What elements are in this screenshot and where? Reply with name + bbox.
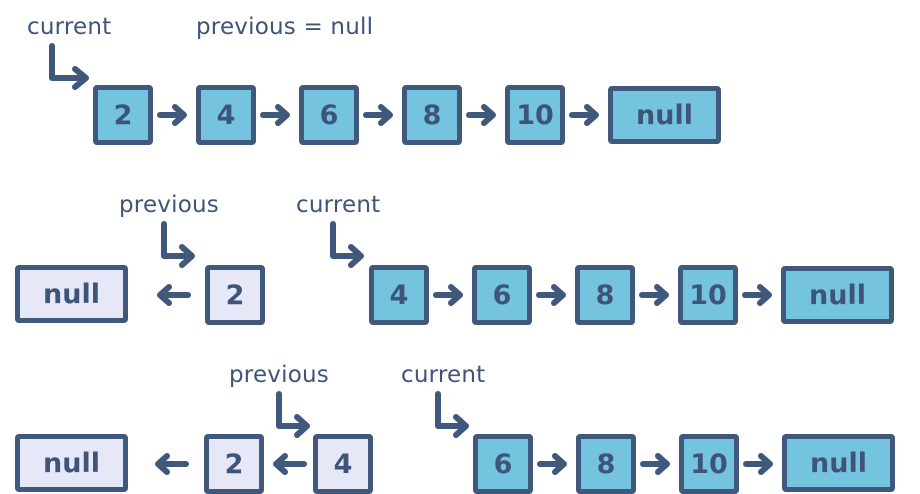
linked-list-reversal-diagram: current previous = null 2 4 6 8: [15, 14, 895, 494]
list-node: 4: [369, 265, 429, 325]
link-arrow-right: [157, 103, 190, 127]
list-node: 4: [313, 434, 373, 494]
list-node: 2: [204, 434, 264, 494]
list-node: 2: [93, 85, 153, 145]
pointer-arrow-current-row3: [432, 391, 488, 442]
list-node: 8: [575, 265, 635, 325]
link-arrow-right: [260, 103, 293, 127]
pointer-arrow-current-row2: [327, 221, 383, 272]
pointer-arrow-current-row1: [46, 43, 102, 94]
link-arrow-left: [152, 283, 192, 307]
link-arrow-left: [268, 452, 308, 476]
pointer-label-current-row1: current: [27, 14, 112, 40]
link-arrow-right: [466, 103, 499, 127]
list-node: 4: [196, 85, 256, 145]
link-arrow-right: [537, 452, 570, 476]
link-arrow-right: [640, 452, 673, 476]
list-node: 10: [678, 265, 738, 325]
list-node-null: null: [15, 265, 128, 323]
list-node: 10: [505, 85, 565, 145]
link-arrow-right: [742, 283, 775, 307]
list-node-null: null: [781, 266, 894, 324]
list-node: 6: [473, 434, 533, 494]
link-arrow-right: [569, 103, 602, 127]
pointer-label-previous-row2: previous: [119, 192, 219, 218]
link-arrow-left: [150, 452, 190, 476]
pointer-arrow-previous-row3: [273, 391, 329, 442]
list-node: 10: [679, 434, 739, 494]
list-node: 8: [576, 434, 636, 494]
list-node: 8: [402, 85, 462, 145]
pointer-label-current-row3: current: [401, 362, 486, 388]
pointer-label-previous-null-row1: previous = null: [196, 14, 374, 40]
list-node: 6: [472, 265, 532, 325]
list-node-null: null: [15, 434, 128, 492]
pointer-arrow-previous-row2: [158, 221, 214, 272]
link-arrow-right: [639, 283, 672, 307]
link-arrow-right: [743, 452, 776, 476]
pointer-label-current-row2: current: [296, 192, 381, 218]
link-arrow-right: [536, 283, 569, 307]
list-node-null: null: [608, 86, 721, 144]
list-node-null: null: [782, 434, 895, 492]
link-arrow-right: [363, 103, 396, 127]
list-node: 6: [299, 85, 359, 145]
pointer-label-previous-row3: previous: [229, 362, 329, 388]
link-arrow-right: [433, 283, 466, 307]
list-node: 2: [205, 265, 265, 325]
